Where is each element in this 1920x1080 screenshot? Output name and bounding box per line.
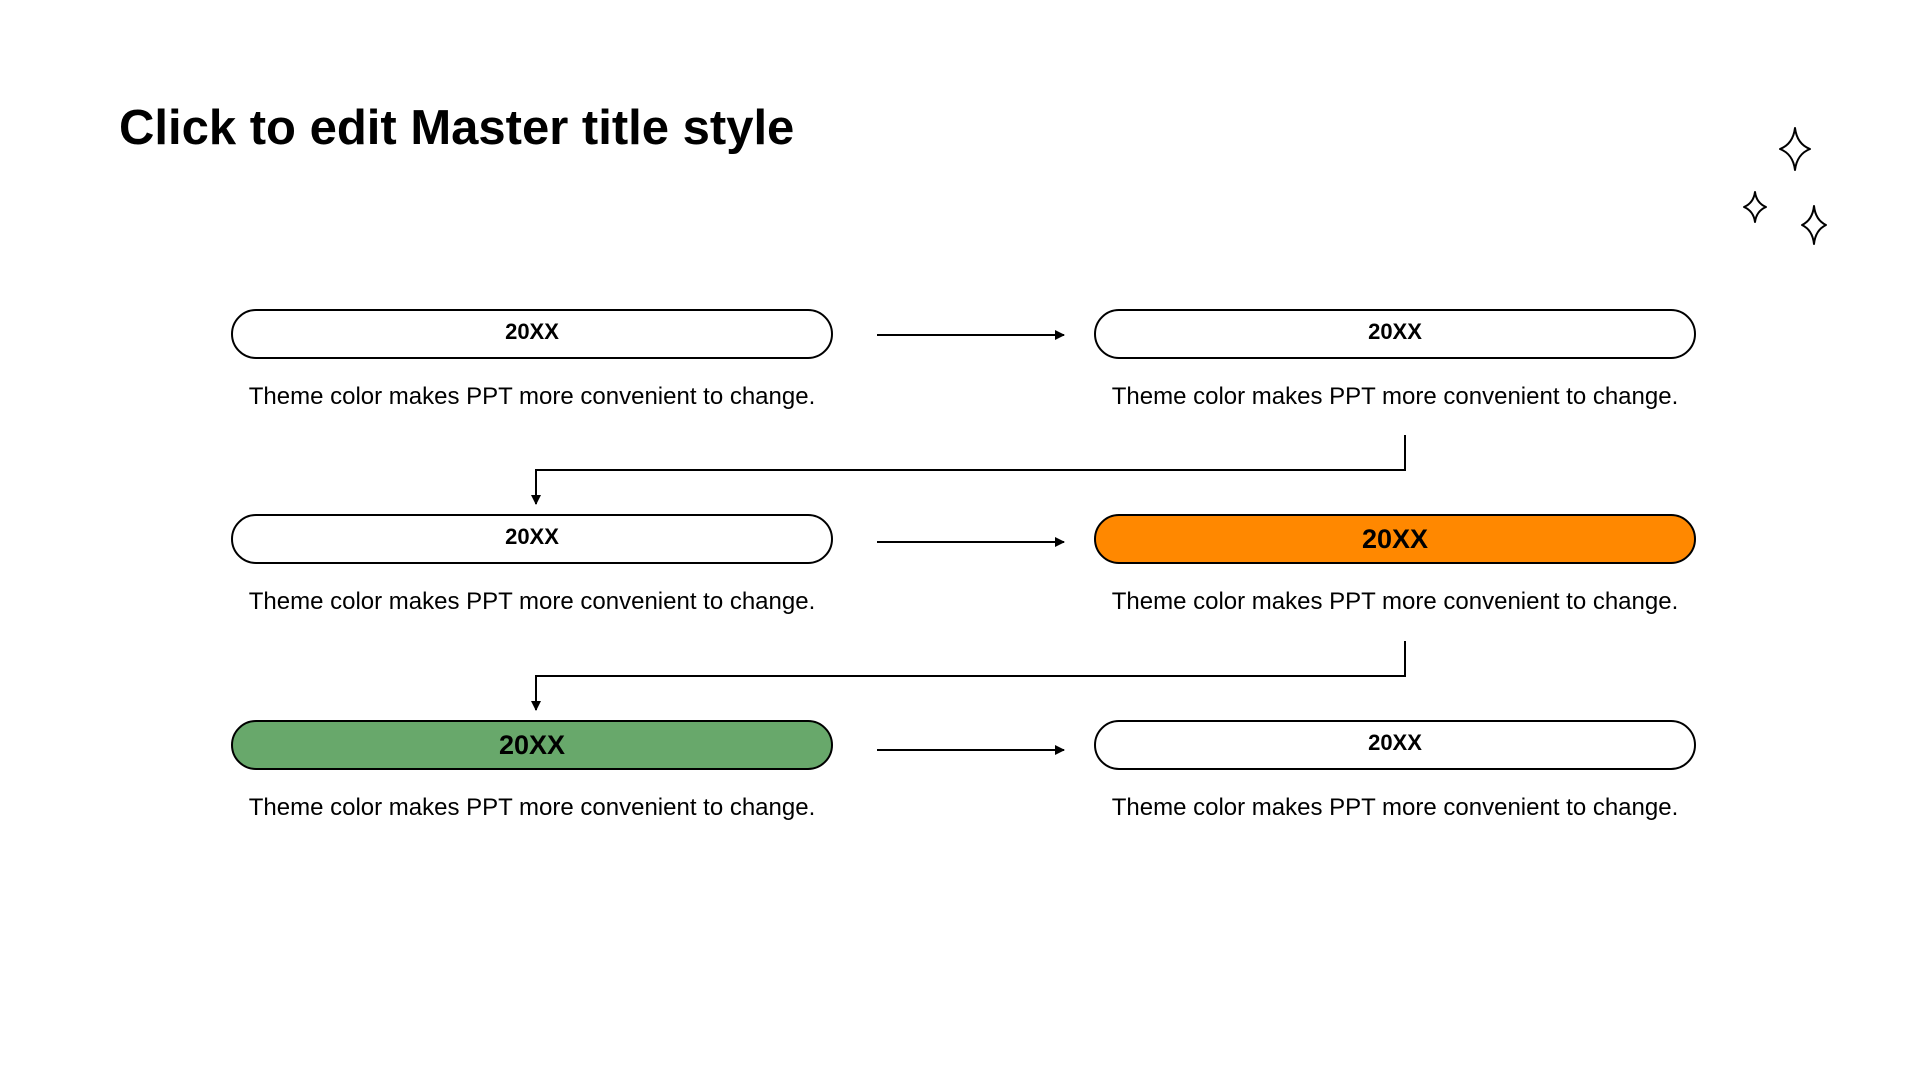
connector-step2-to-step3	[531, 435, 1406, 505]
sparkle-star-large	[1779, 127, 1811, 171]
step-6-label: 20XX	[1368, 729, 1422, 755]
step-6-pill[interactable]: 20XX	[1094, 720, 1696, 770]
step-4-label: 20XX	[1361, 523, 1429, 554]
step-3-label: 20XX	[505, 523, 559, 549]
sparkle-star-small	[1743, 191, 1767, 223]
step-1-label: 20XX	[505, 318, 559, 344]
step-4-description[interactable]: Theme color makes PPT more convenient to…	[1111, 588, 1679, 615]
step-3-description[interactable]: Theme color makes PPT more convenient to…	[248, 588, 816, 615]
sparkle-star-medium	[1801, 205, 1827, 245]
slide-title[interactable]: Click to edit Master title style	[119, 101, 795, 155]
step-4-pill-highlighted[interactable]: 20XX	[1094, 514, 1696, 564]
step-5-pill-highlighted[interactable]: 20XX	[231, 720, 833, 770]
step-5-description[interactable]: Theme color makes PPT more convenient to…	[248, 794, 816, 821]
step-5-label: 20XX	[498, 729, 566, 760]
step-6-description[interactable]: Theme color makes PPT more convenient to…	[1111, 794, 1679, 821]
step-1-description[interactable]: Theme color makes PPT more convenient to…	[248, 383, 816, 410]
step-3-pill[interactable]: 20XX	[231, 514, 833, 564]
sparkle-stars-icon	[1743, 127, 1827, 245]
step-2-description[interactable]: Theme color makes PPT more convenient to…	[1111, 383, 1679, 410]
step-2-pill[interactable]: 20XX	[1094, 309, 1696, 359]
step-2-label: 20XX	[1368, 318, 1422, 344]
connector-step4-to-step5	[531, 641, 1406, 711]
step-1-pill[interactable]: 20XX	[231, 309, 833, 359]
